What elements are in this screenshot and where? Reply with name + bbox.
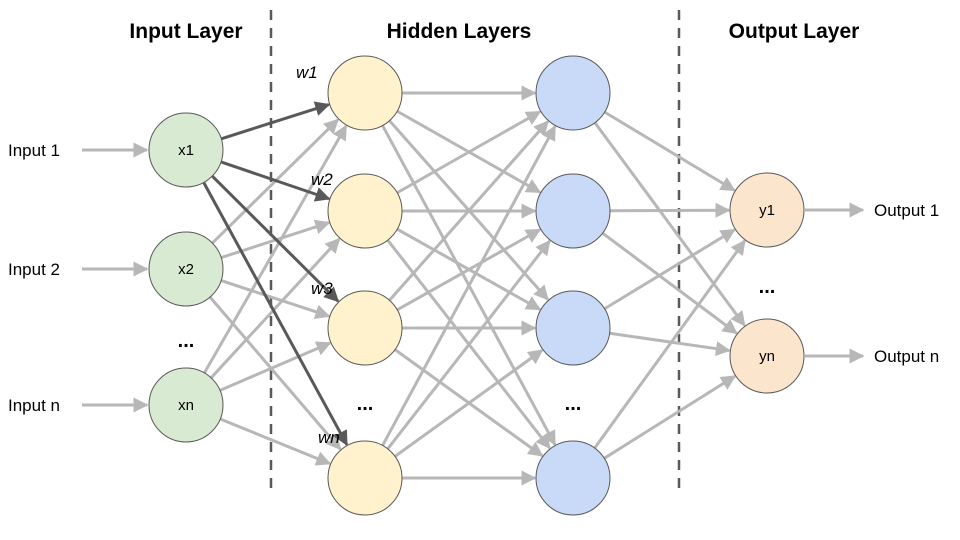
output-label-n: Output n bbox=[874, 347, 939, 366]
hidden-hidden-edge bbox=[396, 228, 542, 312]
hidden-hidden-edge bbox=[381, 125, 557, 447]
node-hidden1-3 bbox=[327, 290, 403, 366]
node-hidden2-2 bbox=[535, 173, 611, 249]
output-label-1: Output 1 bbox=[874, 201, 939, 220]
hidden-output-edge bbox=[593, 121, 746, 327]
node-x1 bbox=[148, 112, 224, 188]
weight-label-w2: w2 bbox=[311, 170, 333, 189]
node-hidden1-4 bbox=[327, 440, 403, 516]
ellipsis-hidden-2: ... bbox=[565, 393, 582, 415]
input-hidden-edge bbox=[203, 124, 348, 374]
weight-label-w1: w1 bbox=[296, 63, 318, 82]
node-x2 bbox=[148, 231, 224, 307]
hidden-output-edge bbox=[603, 374, 737, 460]
hidden-output-edge bbox=[601, 231, 738, 335]
node-xn bbox=[148, 367, 224, 443]
weight-label-w3: w3 bbox=[311, 279, 333, 298]
weight-label-wn: wn bbox=[318, 428, 340, 447]
hidden-layers-title: Hidden Layers bbox=[387, 20, 532, 43]
nodes-group bbox=[148, 55, 805, 516]
node-label-x1: x1 bbox=[178, 142, 194, 159]
ellipsis-hidden-1: ... bbox=[357, 393, 374, 415]
hidden-hidden-edge bbox=[394, 349, 544, 458]
hidden-hidden-edge bbox=[386, 239, 551, 450]
node-hidden2-1 bbox=[535, 55, 611, 131]
input-label-2: Input 2 bbox=[8, 260, 60, 279]
input-hidden-edge bbox=[219, 417, 332, 466]
hidden-hidden-edge bbox=[388, 120, 549, 302]
node-label-y1: y1 bbox=[759, 202, 775, 219]
node-y1 bbox=[729, 172, 805, 248]
ellipsis-outputs: ... bbox=[759, 276, 776, 298]
node-hidden1-1 bbox=[327, 55, 403, 131]
weighted-edge-wn bbox=[202, 181, 349, 446]
input-label-1: Input 1 bbox=[8, 141, 60, 160]
node-yn bbox=[729, 318, 805, 394]
input-hidden-edge bbox=[219, 341, 332, 392]
node-hidden1-2 bbox=[327, 173, 403, 249]
ellipsis-inputs: ... bbox=[178, 330, 195, 352]
node-label-x2: x2 bbox=[178, 261, 194, 278]
input-layer-title: Input Layer bbox=[129, 20, 242, 43]
weighted-edge-w1 bbox=[220, 101, 331, 141]
highlight-edges-group bbox=[202, 101, 349, 446]
hidden-output-edge bbox=[609, 331, 731, 357]
node-hidden2-3 bbox=[535, 290, 611, 366]
hidden-output-edge bbox=[593, 239, 746, 449]
node-hidden2-4 bbox=[535, 440, 611, 516]
hidden-hidden-edge bbox=[396, 110, 542, 195]
output-layer-title: Output Layer bbox=[729, 20, 860, 43]
edges-group bbox=[82, 85, 865, 486]
input-hidden-edge bbox=[209, 237, 341, 379]
hidden-output-edge bbox=[603, 228, 736, 311]
weighted-edge-w2 bbox=[220, 160, 331, 202]
weighted-edge-w3 bbox=[211, 175, 340, 303]
hidden-output-edge bbox=[609, 202, 731, 218]
hidden-output-edge bbox=[603, 110, 736, 192]
node-label-xn: xn bbox=[178, 397, 194, 414]
input-hidden-edge bbox=[220, 279, 331, 320]
node-label-yn: yn bbox=[759, 348, 775, 365]
input-hidden-edge bbox=[208, 296, 342, 451]
input-label-n: Input n bbox=[8, 396, 60, 415]
